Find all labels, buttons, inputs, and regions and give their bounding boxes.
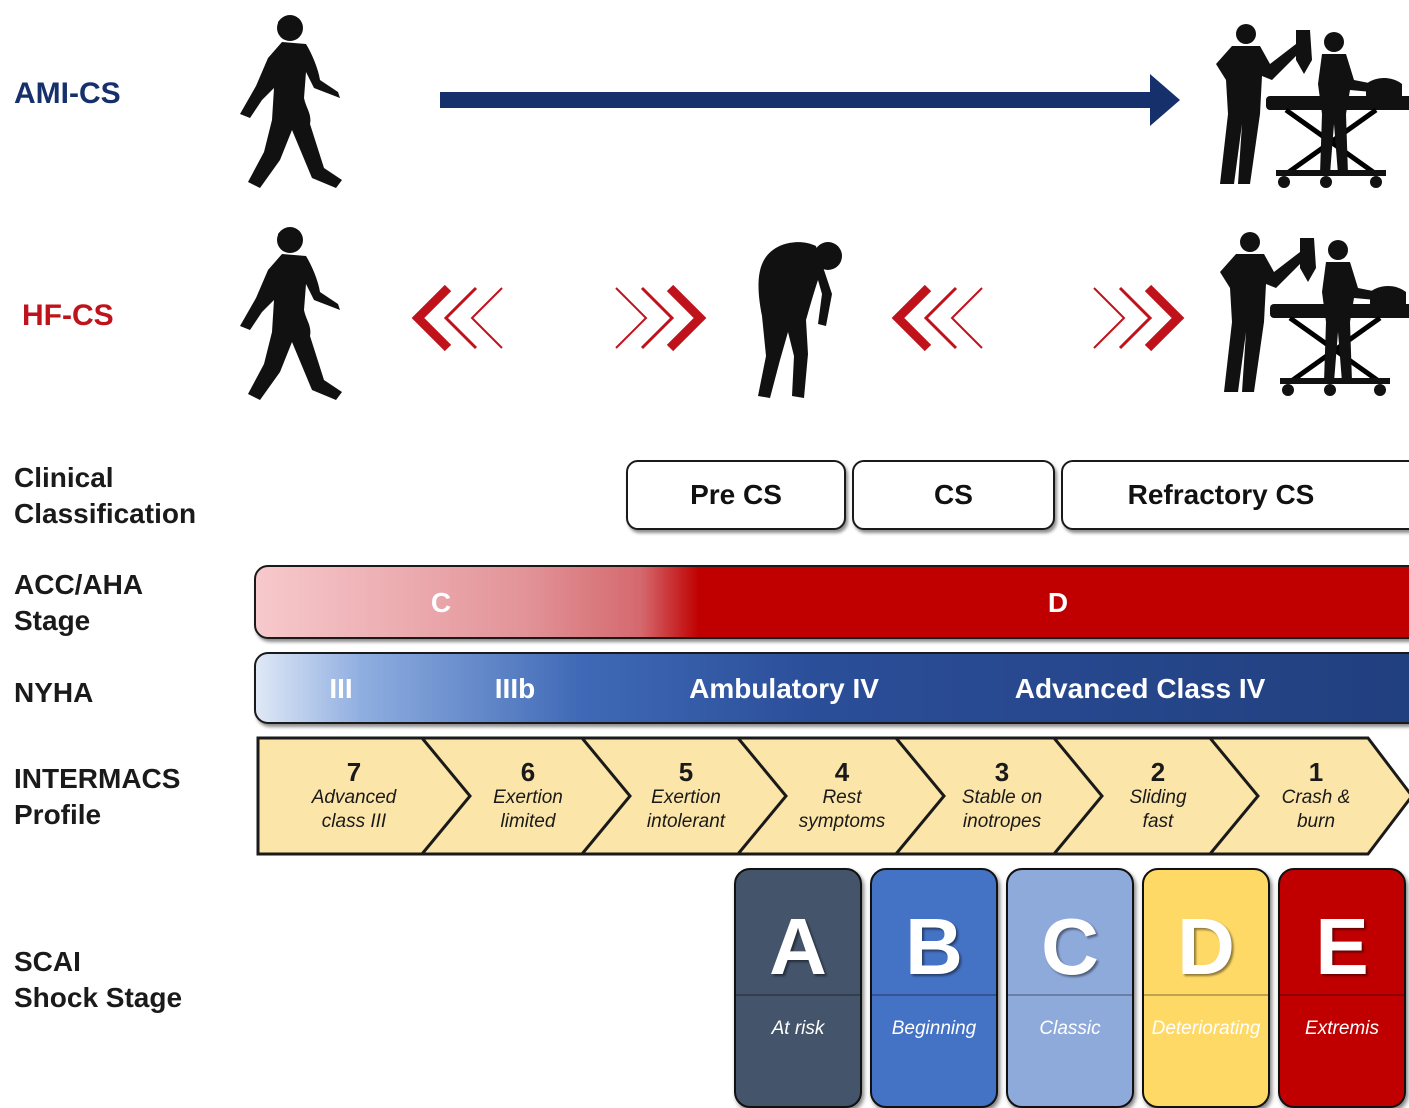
- profile-number: 1: [1308, 757, 1324, 787]
- intermacs-label-line2: Profile: [14, 799, 102, 830]
- intermacs-label-line1: INTERMACS: [14, 763, 181, 794]
- acc-label-line2: Stage: [14, 605, 91, 636]
- clinical-label-line2: Classification: [14, 498, 197, 529]
- scai-stage-c-card: C Classic: [1006, 868, 1134, 1108]
- profile-desc-line1: Sliding: [1129, 787, 1187, 808]
- nyha-ambulatory-iv: Ambulatory IV: [689, 673, 879, 704]
- walking-person-icon: [240, 227, 342, 400]
- hf-cs-label: HF-CS: [22, 299, 114, 332]
- profile-number: 4: [834, 757, 850, 787]
- scai-stage-description: At risk: [771, 1018, 825, 1039]
- ami-cs-label: AMI-CS: [14, 77, 121, 110]
- intermacs-profile-3: 3 Stable on inotropes: [962, 758, 1042, 834]
- scai-stage-letter: A: [769, 902, 827, 991]
- scai-stage-description: Beginning: [891, 1018, 977, 1039]
- profile-desc-line1: Rest: [822, 787, 862, 808]
- acc-stage-d: D: [1047, 587, 1069, 618]
- scai-stage-description: Classic: [1039, 1018, 1101, 1039]
- scai-stage-letter: D: [1177, 902, 1235, 991]
- profile-number: 2: [1150, 757, 1166, 787]
- ami-arrowhead: [1150, 74, 1180, 126]
- scai-card-divider: [1008, 994, 1132, 996]
- profile-desc-line2: class III: [321, 811, 387, 832]
- scai-shock-stage-label: SCAI Shock Stage: [14, 944, 182, 1016]
- intermacs-profile-6: 6 Exertion limited: [493, 758, 563, 834]
- left-chevrons-icon: [891, 284, 983, 352]
- nyha-class-iiib: IIIb: [494, 673, 536, 704]
- pre-cs-box: Pre CS: [626, 460, 846, 530]
- profile-desc-line2: burn: [1296, 811, 1336, 832]
- nyha-class-iii: III: [329, 673, 353, 704]
- progression-illustration: [240, 15, 1409, 400]
- scai-stage-letter: C: [1041, 902, 1099, 991]
- walking-person-icon: [240, 15, 342, 188]
- cs-box: CS: [852, 460, 1055, 530]
- scai-stage-d-card: D Deteriorating: [1142, 868, 1270, 1108]
- scai-stage-description: Deteriorating: [1151, 1018, 1261, 1039]
- clinical-classification-label: Clinical Classification: [14, 460, 196, 532]
- profile-desc-line1: Exertion: [493, 787, 563, 808]
- scai-card-divider: [1144, 994, 1268, 996]
- scai-stage-letter: E: [1315, 902, 1369, 991]
- scai-stage-e-card: E Extremis: [1278, 868, 1406, 1108]
- intermacs-profile-label: INTERMACS Profile: [14, 761, 180, 833]
- profile-number: 6: [520, 757, 536, 787]
- profile-desc-line1: Crash &: [1281, 787, 1351, 808]
- acc-label-line1: ACC/AHA: [14, 569, 144, 600]
- resuscitation-team-icon: [1220, 232, 1409, 396]
- profile-number: 5: [678, 757, 694, 787]
- hunched-person-icon: [758, 242, 842, 398]
- intermacs-profile-1: 1 Crash & burn: [1282, 758, 1351, 834]
- left-chevrons-icon: [411, 284, 503, 352]
- profile-desc-line2: inotropes: [962, 811, 1042, 832]
- profile-desc-line2: intolerant: [646, 811, 726, 832]
- acc-stage-c: C: [430, 587, 452, 618]
- profile-number: 3: [994, 757, 1010, 787]
- right-chevrons-icon: [615, 284, 707, 352]
- profile-number: 7: [346, 757, 362, 787]
- right-chevrons-icon: [1093, 284, 1185, 352]
- clinical-label-line1: Clinical: [14, 462, 114, 493]
- resuscitation-team-icon: [1216, 24, 1409, 188]
- refractory-cs-box: Refractory CS: [1061, 460, 1409, 530]
- scai-card-divider: [872, 994, 996, 996]
- scai-label-line1: SCAI: [14, 946, 81, 977]
- acc-aha-stage-label: ACC/AHA Stage: [14, 567, 143, 639]
- scai-stage-a-card: A At risk: [734, 868, 862, 1108]
- scai-card-divider: [736, 994, 860, 996]
- profile-desc-line2: symptoms: [798, 811, 886, 832]
- nyha-class-bar: III IIIb Ambulatory IV Advanced Class IV: [254, 652, 1409, 724]
- scai-stage-b-card: B Beginning: [870, 868, 998, 1108]
- profile-desc-line1: Exertion: [651, 787, 721, 808]
- intermacs-profile-4: 4 Rest symptoms: [799, 758, 886, 834]
- intermacs-profile-5: 5 Exertion intolerant: [647, 758, 725, 834]
- scai-card-divider: [1280, 994, 1404, 996]
- profile-desc-line2: fast: [1142, 811, 1174, 832]
- acc-aha-stage-bar: C D: [254, 565, 1409, 639]
- nyha-label: NYHA: [14, 677, 94, 708]
- profile-desc-line2: limited: [500, 811, 556, 832]
- nyha-advanced-class-iv: Advanced Class IV: [1014, 673, 1266, 704]
- profile-desc-line1: Advanced: [311, 787, 397, 808]
- scai-label-line2: Shock Stage: [14, 982, 183, 1013]
- profile-desc-line1: Stable on: [961, 787, 1043, 808]
- scai-stage-description: Extremis: [1305, 1018, 1379, 1039]
- scai-stage-letter: B: [905, 902, 963, 991]
- intermacs-profile-2: 2 Sliding fast: [1129, 758, 1186, 834]
- intermacs-profile-7: 7 Advanced class III: [312, 758, 397, 834]
